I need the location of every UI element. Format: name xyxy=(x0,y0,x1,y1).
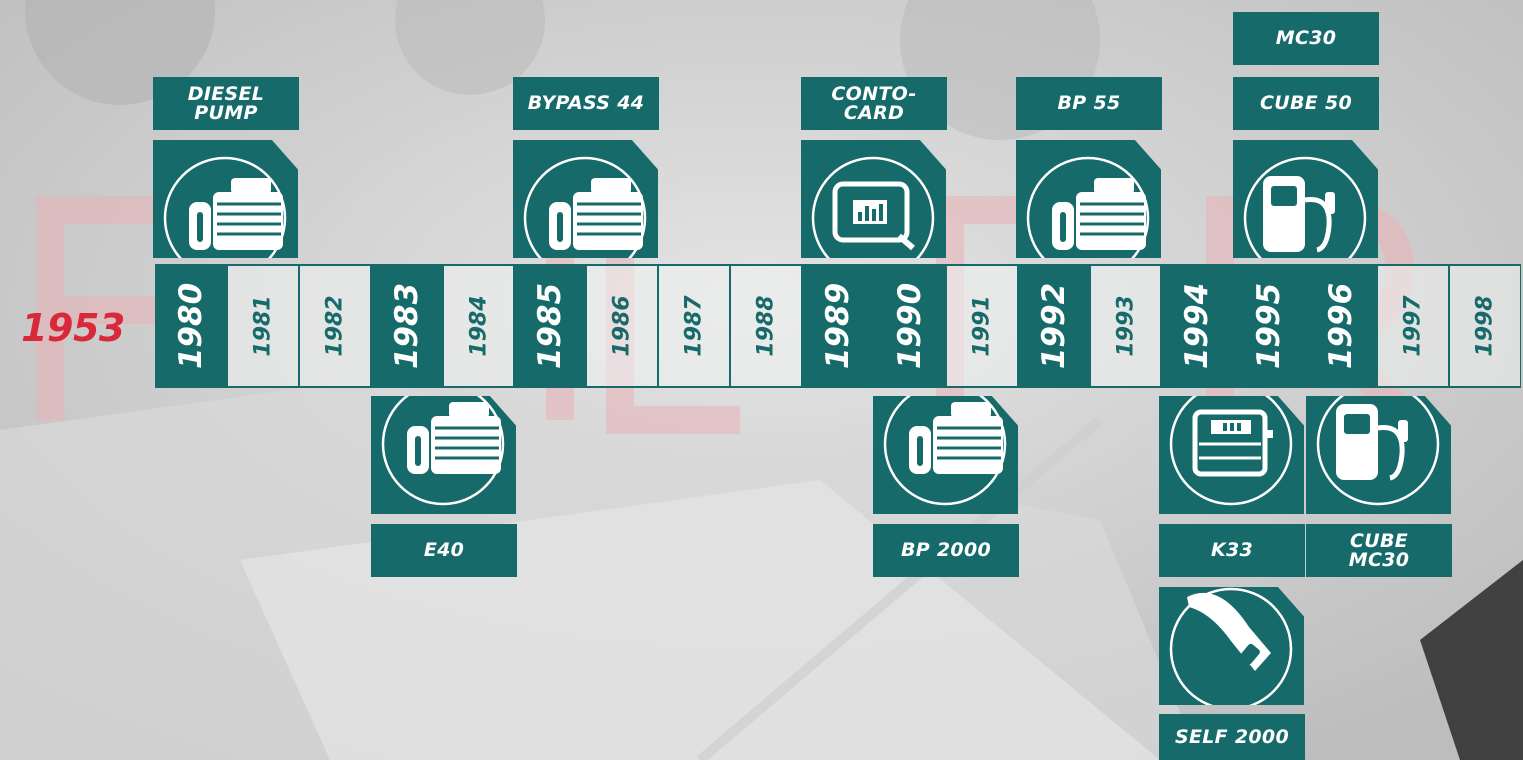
year-cell-1997: 1997 xyxy=(1377,264,1450,388)
cube-mc30-tile xyxy=(1306,396,1451,514)
pump-motor-icon xyxy=(523,156,647,258)
year-label: 1990 xyxy=(891,282,928,370)
year-label: 1982 xyxy=(322,295,348,357)
conto-card-label: CONTO- CARD xyxy=(801,77,947,130)
bypass-44-label: BYPASS 44 xyxy=(513,77,659,130)
year-label: 1985 xyxy=(532,282,569,370)
year-label: 1994 xyxy=(1179,282,1216,370)
year-label: 1987 xyxy=(681,295,707,357)
year-cell-1992: 1992 xyxy=(1017,264,1090,388)
year-cell-1993: 1993 xyxy=(1089,264,1162,388)
bp-2000-label: BP 2000 xyxy=(873,524,1019,577)
diesel-pump-tile xyxy=(153,140,298,258)
year-label: 1998 xyxy=(1472,295,1498,357)
year-cell-1998: 1998 xyxy=(1449,264,1521,388)
k33-tile xyxy=(1159,396,1304,514)
year-cell-1996: 1996 xyxy=(1305,264,1378,388)
year-label: 1993 xyxy=(1113,295,1139,357)
bypass-44-tile xyxy=(513,140,658,258)
year-label: 1997 xyxy=(1400,295,1426,357)
e40-label: E40 xyxy=(371,524,517,577)
bp-2000-tile xyxy=(873,396,1018,514)
year-cell-1987: 1987 xyxy=(658,264,731,388)
fuel-dispenser-icon xyxy=(1243,156,1367,258)
year-cell-1995: 1995 xyxy=(1233,264,1306,388)
year-cell-1989: 1989 xyxy=(802,264,874,388)
cube-mc30-label: CUBE MC30 xyxy=(1306,524,1452,577)
year-cell-1983: 1983 xyxy=(370,264,443,388)
year-label: 1991 xyxy=(969,295,995,357)
card-terminal-icon xyxy=(811,156,935,258)
year-cell-1988: 1988 xyxy=(730,264,803,388)
diesel-pump-label: DIESEL PUMP xyxy=(153,77,299,130)
year-cell-1991: 1991 xyxy=(945,264,1018,388)
fuel-dispenser-icon xyxy=(1316,396,1440,506)
year-cell-1982: 1982 xyxy=(298,264,371,388)
bp-55-label: BP 55 xyxy=(1016,77,1162,130)
year-label: 1989 xyxy=(819,282,856,370)
timeline: 1980 1981 1982 1983 1984 1985 1986 1987 1988 1989… xyxy=(155,264,1521,388)
year-label: 1988 xyxy=(753,295,779,357)
e40-tile xyxy=(371,396,516,514)
year-label: 1986 xyxy=(609,295,635,357)
pump-motor-icon xyxy=(163,156,287,258)
year-cell-1986: 1986 xyxy=(586,264,659,388)
conto-card-tile xyxy=(801,140,946,258)
k33-label: K33 xyxy=(1159,524,1305,577)
pump-motor-icon xyxy=(883,396,1007,506)
year-label: 1980 xyxy=(172,282,209,370)
year-cell-1980: 1980 xyxy=(155,264,227,388)
year-label: 1983 xyxy=(388,282,425,370)
pump-motor-icon xyxy=(1026,156,1150,258)
year-cell-1994: 1994 xyxy=(1161,264,1234,388)
year-label: 1984 xyxy=(466,295,491,357)
year-label: 1992 xyxy=(1035,282,1072,370)
self-2000-label: SELF 2000 xyxy=(1159,714,1305,760)
meter-display-icon xyxy=(1169,396,1293,506)
year-cell-1981: 1981 xyxy=(226,264,299,388)
mc30-label: MC30 xyxy=(1233,12,1379,65)
pump-motor-icon xyxy=(381,396,505,506)
year-label: 1981 xyxy=(250,295,276,357)
cube-50-tile xyxy=(1233,140,1378,258)
year-label: 1995 xyxy=(1251,282,1288,370)
year-cell-1985: 1985 xyxy=(514,264,587,388)
self-2000-tile xyxy=(1159,587,1304,705)
cube-50-label: CUBE 50 xyxy=(1233,77,1379,130)
year-cell-1990: 1990 xyxy=(873,264,946,388)
start-year: 1953 xyxy=(21,306,125,350)
year-cell-1984: 1984 xyxy=(442,264,515,388)
fuel-nozzle-icon xyxy=(1169,587,1293,705)
bp-55-tile xyxy=(1016,140,1161,258)
year-label: 1996 xyxy=(1323,282,1360,370)
